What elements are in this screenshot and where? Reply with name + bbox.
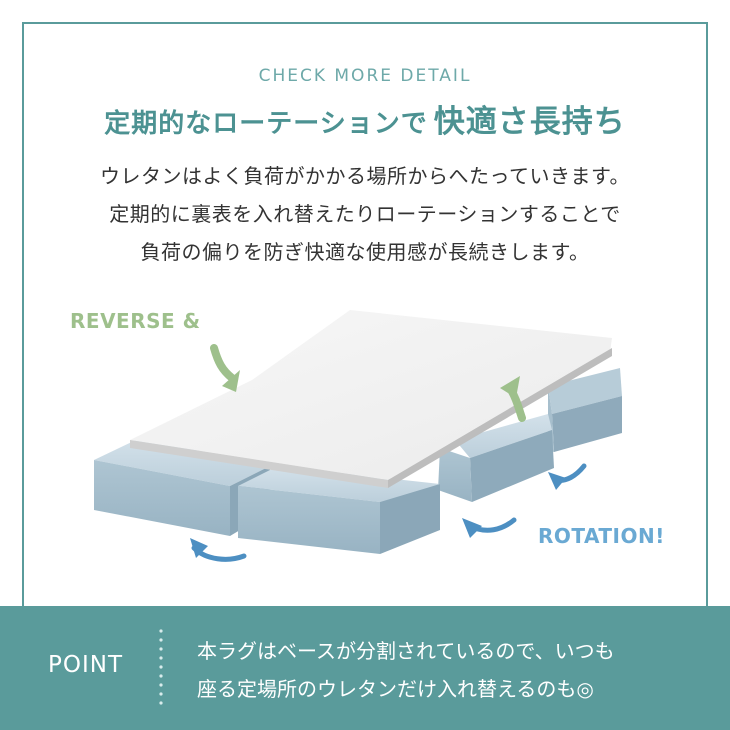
- page-title: 定期的なローテーションで快適さ長持ち: [0, 96, 730, 141]
- point-text: 本ラグはベースが分割されているので、いつも 座る定場所のウレタンだけ入れ替えるの…: [197, 632, 615, 708]
- top-panel: [130, 310, 612, 488]
- dotted-divider: [159, 629, 163, 705]
- mattress-illustration: [94, 310, 622, 562]
- content-frame: [22, 22, 708, 730]
- foam-block-front-middle: [238, 466, 440, 554]
- description-line: 定期的に裏表を入れ替えたりローテーションすることで: [109, 202, 621, 226]
- point-text-line: 座る定場所のウレタンだけ入れ替えるのも◎: [197, 677, 594, 701]
- description: ウレタンはよく負荷がかかる場所からへたっていきます。 定期的に裏表を入れ替えたり…: [0, 157, 730, 271]
- point-text-line: 本ラグはベースが分割されているので、いつも: [197, 639, 615, 663]
- rotation-label: ROTATION!: [538, 524, 665, 548]
- foam-block-middle-right: [438, 414, 554, 502]
- title-part-2: 快適さ長持ち: [433, 104, 626, 140]
- title-part-1: 定期的なローテーションで: [104, 109, 428, 139]
- description-line: 負荷の偏りを防ぎ快適な使用感が長続きします。: [140, 240, 590, 264]
- point-banner: [0, 606, 730, 730]
- eyebrow-text: CHECK MORE DETAIL: [258, 66, 472, 86]
- point-label: POINT: [48, 652, 124, 678]
- reverse-arrow-icon: [500, 376, 526, 422]
- rotation-arrow-icon: [190, 538, 247, 562]
- rotation-arrow-icon: [548, 463, 587, 490]
- reverse-label: REVERSE &: [70, 309, 201, 333]
- description-line: ウレタンはよく負荷がかかる場所からへたっていきます。: [100, 164, 630, 188]
- reverse-arrow-icon: [210, 344, 240, 392]
- rotation-arrow-icon: [462, 517, 517, 538]
